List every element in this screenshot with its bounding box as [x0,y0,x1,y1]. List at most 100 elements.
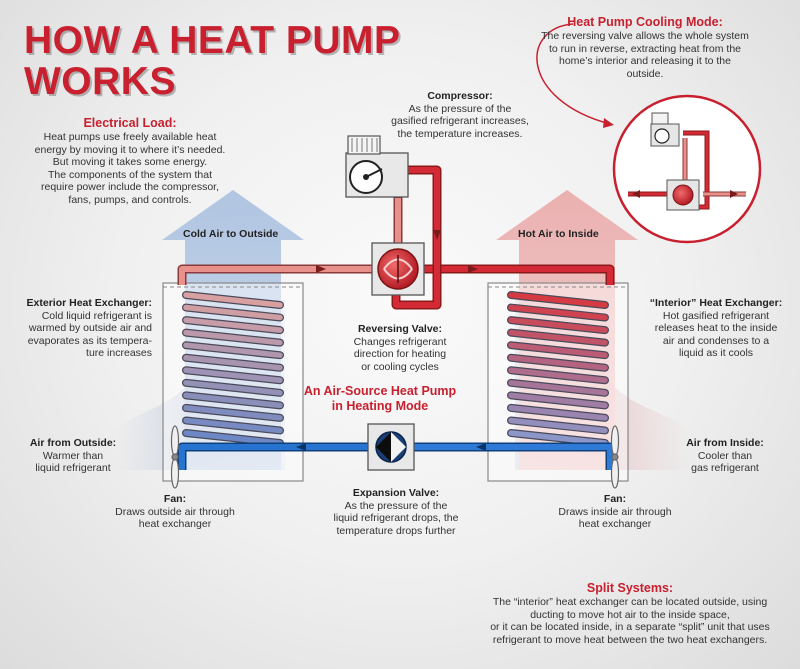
flow-arrow [468,265,478,273]
title-line-1: HOW A HEAT PUMP [24,19,401,62]
coil-segment [183,292,283,308]
left-fan-line: Draws outside air through [115,505,235,518]
title-line-2: WORKS [24,60,176,103]
coil-segment [508,392,608,409]
expansion-valve-text: Expansion Valve: As the pressure of the … [316,487,476,537]
air-from-outside-heading: Air from Outside: [29,437,117,449]
coil-segment [508,430,608,446]
electrical-load-line: Heat pumps use freely available heat [43,131,217,143]
interior-heat-exchanger-line: air and condenses to a [662,334,770,347]
coil-segment [183,430,283,446]
coil-segment [183,354,283,371]
flow-arrow [433,230,441,240]
split-systems-line: The “interior” heat exchanger can be loc… [492,596,768,608]
exterior-heat-exchanger-line: Cold liquid refrigerant is [41,309,152,322]
coil-segment [508,342,608,358]
expansion-valve-heading: Expansion Valve: [352,487,440,499]
coil-segment [508,380,608,396]
split-systems-line: ducting to move hot air to the inside sp… [530,608,730,621]
coil-segment [183,304,283,321]
coil-segment [508,354,608,371]
reversing-valve-line: or cooling cycles [361,360,439,373]
left-fan-heading: Fan: [163,493,187,505]
electrical-load-line: But moving it takes some energy. [52,156,208,168]
compressor-heading: Compressor: [427,90,493,102]
coil-segment [183,392,283,409]
electrical-load-line: The components of the system that [47,168,212,181]
left-fan-line: heat exchanger [138,518,212,530]
reversing-valve-text: Reversing Valve: Changes refrigerant dir… [330,323,470,373]
reversing-valve-icon [371,242,425,296]
hot-air-label: Hot Air to Inside [518,228,599,240]
expansion-valve-line: liquid refrigerant drops, the [333,512,459,524]
air-from-outside-text: Air from Outside: Warmer than liquid ref… [18,437,128,475]
right-fan-icon [610,425,620,489]
cooling-mode-line: outside. [626,67,664,80]
right-fan-line: heat exchanger [578,518,652,530]
exterior-heat-exchanger-line: ture increases [86,347,152,359]
cooling-mode-line: home’s interior and releasing it to the [559,55,731,67]
interior-coils [507,291,609,447]
split-systems-heading: Split Systems: [586,581,674,595]
coil-segment [508,417,608,434]
subtitle-line-1: An Air-Source Heat Pump [303,384,457,398]
cooling-mode-line: to run in reverse, extracting heat from … [548,42,741,55]
flow-arrow [296,443,306,451]
exterior-heat-exchanger-heading: Exterior Heat Exchanger: [26,297,152,309]
coil-segment [183,417,283,434]
compressor-icon [345,135,409,198]
flow-arrow [476,443,486,451]
air-from-inside-heading: Air from Inside: [686,437,764,449]
right-fan-heading: Fan: [603,493,627,505]
cold-air-label: Cold Air to Outside [183,228,279,240]
electrical-load-line: energy by moving it to where it’s needed… [34,143,226,156]
cooling-mode-line: The reversing valve allows the whole sys… [541,30,749,42]
compressor-line: the temperature increases. [397,127,523,140]
air-from-inside-text: Air from Inside: Cooler than gas refrige… [670,437,780,475]
coil-segment [183,405,283,421]
air-from-inside-line: Cooler than [697,449,753,462]
coil-segment [508,405,608,421]
coil-segment [183,342,283,358]
expansion-valve-line: temperature drops further [336,524,456,537]
cooling-mode-inset [612,94,762,244]
interior-heat-exchanger-heading: “Interior” Heat Exchanger: [649,297,783,309]
interior-heat-exchanger-text: “Interior” Heat Exchanger: Hot gasified … [636,297,796,360]
interior-heat-exchanger-line: releases heat to the inside [654,322,778,334]
coil-segment [183,329,283,346]
electrical-load-line: require power include the compressor, [40,181,219,193]
split-systems-text: Split Systems: The “interior” heat excha… [470,581,790,646]
right-fan-text: Fan: Draws inside air through heat excha… [540,493,690,531]
compressor-line: As the pressure of the [408,102,512,115]
interior-heat-exchanger-line: Hot gasified refrigerant [662,309,770,322]
coil-segment [183,380,283,396]
electrical-load-heading: Electrical Load: [83,116,177,130]
exterior-heat-exchanger-line: evaporates as its tempera- [27,334,152,347]
air-from-inside-line: gas refrigerant [691,462,759,474]
split-systems-line: or it can be located inside, in a separa… [490,621,770,633]
air-from-outside-line: Warmer than [42,449,104,462]
diagram-subtitle: An Air-Source Heat Pump in Heating Mode [300,384,460,414]
cooling-mode-pointer [536,23,611,125]
electrical-load-line: fans, pumps, and controls. [68,193,192,206]
interior-heat-exchanger-line: liquid as it cools [678,347,754,359]
right-fan-line: Draws inside air through [558,505,672,518]
compressor-text: Compressor: As the pressure of the gasif… [380,90,540,140]
left-fan-icon [170,425,180,489]
reversing-valve-heading: Reversing Valve: [357,323,443,335]
reversing-valve-line: Changes refrigerant [353,335,447,348]
cooling-mode-text: Heat Pump Cooling Mode: The reversing va… [520,15,770,80]
coil-segment [508,292,608,308]
exterior-coils [182,291,284,447]
subtitle-line-2: in Heating Mode [331,399,429,413]
split-systems-line: refrigerant to move heat between the two… [492,633,768,646]
left-fan-text: Fan: Draws outside air through heat exch… [100,493,250,531]
air-from-outside-line: liquid refrigerant [35,462,111,474]
exterior-heat-exchanger-line: warmed by outside air and [28,322,152,334]
flow-arrow [316,265,326,273]
coil-segment [508,304,608,321]
coil-segment [183,367,283,384]
reversing-valve-line: direction for heating [353,348,447,360]
coil-segment [183,317,283,333]
cooling-mode-heading: Heat Pump Cooling Mode: [567,15,723,29]
